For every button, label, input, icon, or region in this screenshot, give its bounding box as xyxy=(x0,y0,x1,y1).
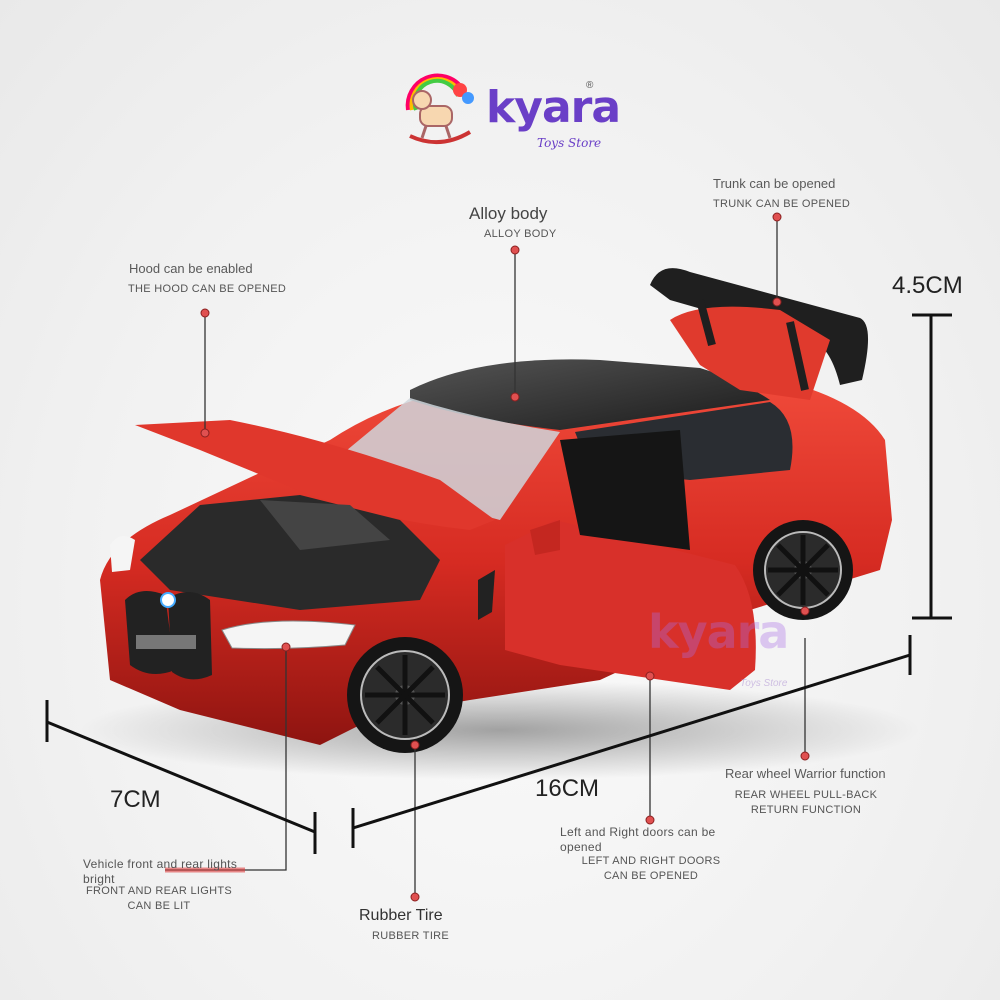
headlight-left xyxy=(110,536,135,572)
rear-wheel-caption-1: REAR WHEEL PULL-BACK xyxy=(734,789,878,801)
doors-caption-1: LEFT AND RIGHT DOORS xyxy=(581,855,721,867)
hood-caption: THE HOOD CAN BE OPENED xyxy=(128,283,287,295)
brand-tagline: Toys Store xyxy=(537,136,602,150)
windshield xyxy=(335,398,560,520)
doors-title-1: Left and Right doors can be xyxy=(560,825,716,839)
height-dimension: 4.5CM xyxy=(892,272,963,299)
open-door xyxy=(505,520,756,690)
width-dimension: 7CM xyxy=(110,786,161,813)
alloy-title: Alloy body xyxy=(469,204,548,223)
lights-title-1: Vehicle front and rear lights xyxy=(83,857,238,871)
brand-badge-icon xyxy=(160,592,176,608)
rear-wheel-caption-2: RETURN FUNCTION xyxy=(750,804,862,816)
watermark-tagline: Toys Store xyxy=(740,678,788,689)
tire-title: Rubber Tire xyxy=(359,907,443,924)
registered-mark: ® xyxy=(586,80,594,91)
length-dimension: 16CM xyxy=(535,775,600,802)
hood-title: Hood can be enabled xyxy=(129,261,253,276)
car-roof xyxy=(410,359,770,430)
car-interior xyxy=(560,430,690,550)
car-hood xyxy=(135,420,495,530)
alloy-caption: ALLOY BODY xyxy=(484,228,557,240)
doors-caption-2: CAN BE OPENED xyxy=(603,870,699,882)
lights-caption-2: CAN BE LIT xyxy=(127,900,191,912)
brand-name: kyara xyxy=(486,82,621,133)
side-mirror xyxy=(530,520,560,555)
watermark-brand: kyara xyxy=(648,605,789,659)
front-grille-left xyxy=(125,591,175,674)
lights-caption-1: FRONT AND REAR LIGHTS xyxy=(85,885,233,897)
front-wheel xyxy=(347,637,463,753)
rear-spoiler xyxy=(650,268,869,385)
plate xyxy=(136,635,196,649)
trunk-title: Trunk can be opened xyxy=(713,176,836,191)
rear-wheel xyxy=(753,520,853,620)
doors-title-2: opened xyxy=(560,840,602,854)
headlight xyxy=(221,620,356,650)
callout-dots xyxy=(200,212,810,902)
rocking-horse-icon xyxy=(405,73,474,145)
engine-block xyxy=(260,500,390,550)
tire-caption: RUBBER TIRE xyxy=(372,930,450,942)
rear-wheel-title: Rear wheel Warrior function xyxy=(725,766,886,781)
trunk-caption: TRUNK CAN BE OPENED xyxy=(713,198,851,210)
lights-title-2: bright xyxy=(83,872,115,886)
dimension-lines xyxy=(45,313,952,854)
brand-logo: ® xyxy=(400,70,610,160)
